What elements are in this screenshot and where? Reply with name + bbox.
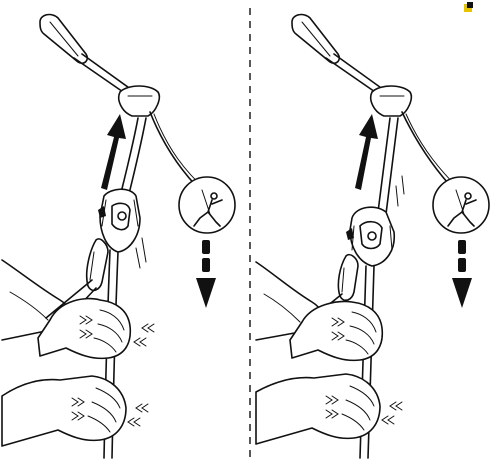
lower-hand bbox=[255, 373, 381, 445]
right-panel bbox=[255, 13, 490, 459]
left-panel bbox=[1, 13, 236, 459]
body-fold bbox=[263, 293, 301, 323]
locked-device bbox=[346, 206, 396, 267]
squeeze-chevrons bbox=[331, 317, 345, 341]
squeeze-chevrons-lower bbox=[325, 395, 403, 425]
lower-hand bbox=[1, 375, 127, 447]
logo-mark-icon bbox=[464, 2, 473, 12]
upper-hand bbox=[289, 300, 384, 362]
motion-lines bbox=[135, 237, 147, 269]
up-arrow bbox=[355, 114, 378, 190]
falling-climber-icon bbox=[432, 176, 490, 234]
sling bbox=[325, 57, 379, 95]
open-device bbox=[98, 188, 141, 253]
sling bbox=[73, 57, 127, 95]
upper-hand bbox=[37, 297, 132, 360]
squeeze-chevrons bbox=[79, 315, 155, 347]
motion-lines bbox=[395, 175, 405, 207]
rope-to-device bbox=[377, 117, 391, 213]
down-arrow bbox=[452, 240, 472, 308]
rope-to-device-edge bbox=[385, 117, 399, 215]
squeeze-chevrons-lower bbox=[71, 397, 149, 427]
falling-climber-icon bbox=[178, 176, 236, 234]
sling-edge bbox=[333, 53, 385, 91]
sling-edge bbox=[81, 53, 133, 91]
top-carabiner bbox=[39, 13, 89, 65]
body-fold bbox=[9, 291, 49, 321]
top-carabiner bbox=[291, 13, 341, 65]
quickdraw-carabiner bbox=[369, 85, 413, 117]
belay-carabiner bbox=[337, 253, 359, 302]
belay-carabiner bbox=[85, 238, 109, 292]
harness-strap bbox=[45, 279, 93, 319]
down-arrow bbox=[196, 240, 216, 308]
quickdraw-carabiner bbox=[117, 85, 161, 117]
up-arrow bbox=[101, 114, 126, 190]
